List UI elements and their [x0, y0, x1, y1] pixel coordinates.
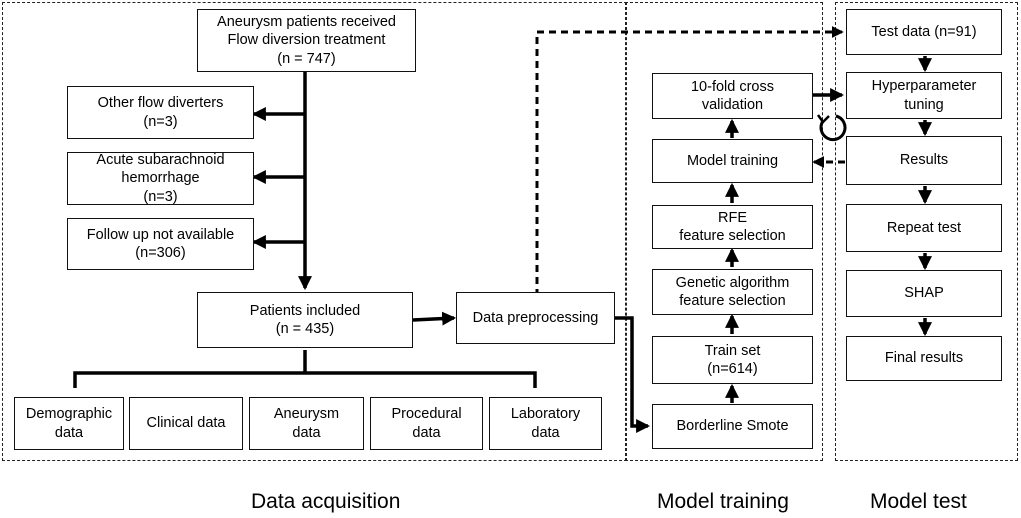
rfe-feature-selection-box: RFE feature selection	[652, 205, 813, 249]
data-types-brace	[73, 350, 537, 388]
data-type-aneurysm-box: Aneurysm data	[249, 397, 364, 450]
excluded-subarachnoid-hemorrhage-box: Acute subarachnoid hemorrhage (n=3)	[67, 152, 254, 205]
borderline-smote-box: Borderline Smote	[652, 404, 813, 449]
data-acquisition-caption: Data acquisition	[251, 490, 401, 513]
model-test-caption: Model test	[870, 490, 967, 513]
test-data-box: Test data (n=91)	[846, 9, 1002, 55]
model-training-panel	[625, 2, 823, 461]
final-results-box: Final results	[846, 336, 1002, 381]
hyperparameter-tuning-box: Hyperparameter tuning	[846, 72, 1002, 119]
model-training-caption: Model training	[657, 490, 789, 513]
excluded-other-flow-diverters-box: Other flow diverters (n=3)	[67, 86, 254, 139]
data-preprocessing-box: Data preprocessing	[456, 292, 615, 344]
repeat-test-box: Repeat test	[846, 204, 1002, 252]
train-set-box: Train set (n=614)	[652, 336, 813, 384]
data-type-clinical-box: Clinical data	[129, 397, 243, 450]
model-test-panel	[835, 2, 1018, 461]
data-acquisition-panel	[2, 2, 627, 461]
shap-box: SHAP	[846, 270, 1002, 317]
data-type-demographic-box: Demographic data	[14, 397, 124, 450]
preprocessing-to-testdata-arrow	[535, 26, 844, 296]
tuning-loop-icon	[816, 114, 847, 142]
data-type-laboratory-box: Laboratory data	[489, 397, 602, 450]
excluded-followup-box: Follow up not available (n=306)	[67, 218, 254, 270]
data-type-procedural-box: Procedural data	[370, 397, 483, 450]
preprocessing-to-smote-arrow	[615, 316, 651, 433]
included-to-preprocessing-arrow	[412, 311, 457, 326]
model-training-box: Model training	[652, 139, 813, 183]
genetic-algorithm-box: Genetic algorithm feature selection	[652, 269, 813, 315]
patients-included-box: Patients included (n = 435)	[197, 292, 413, 348]
results-box: Results	[846, 136, 1002, 185]
root-patients-box: Aneurysm patients received Flow diversio…	[197, 9, 416, 72]
cross-validation-box: 10-fold cross validation	[652, 73, 813, 119]
